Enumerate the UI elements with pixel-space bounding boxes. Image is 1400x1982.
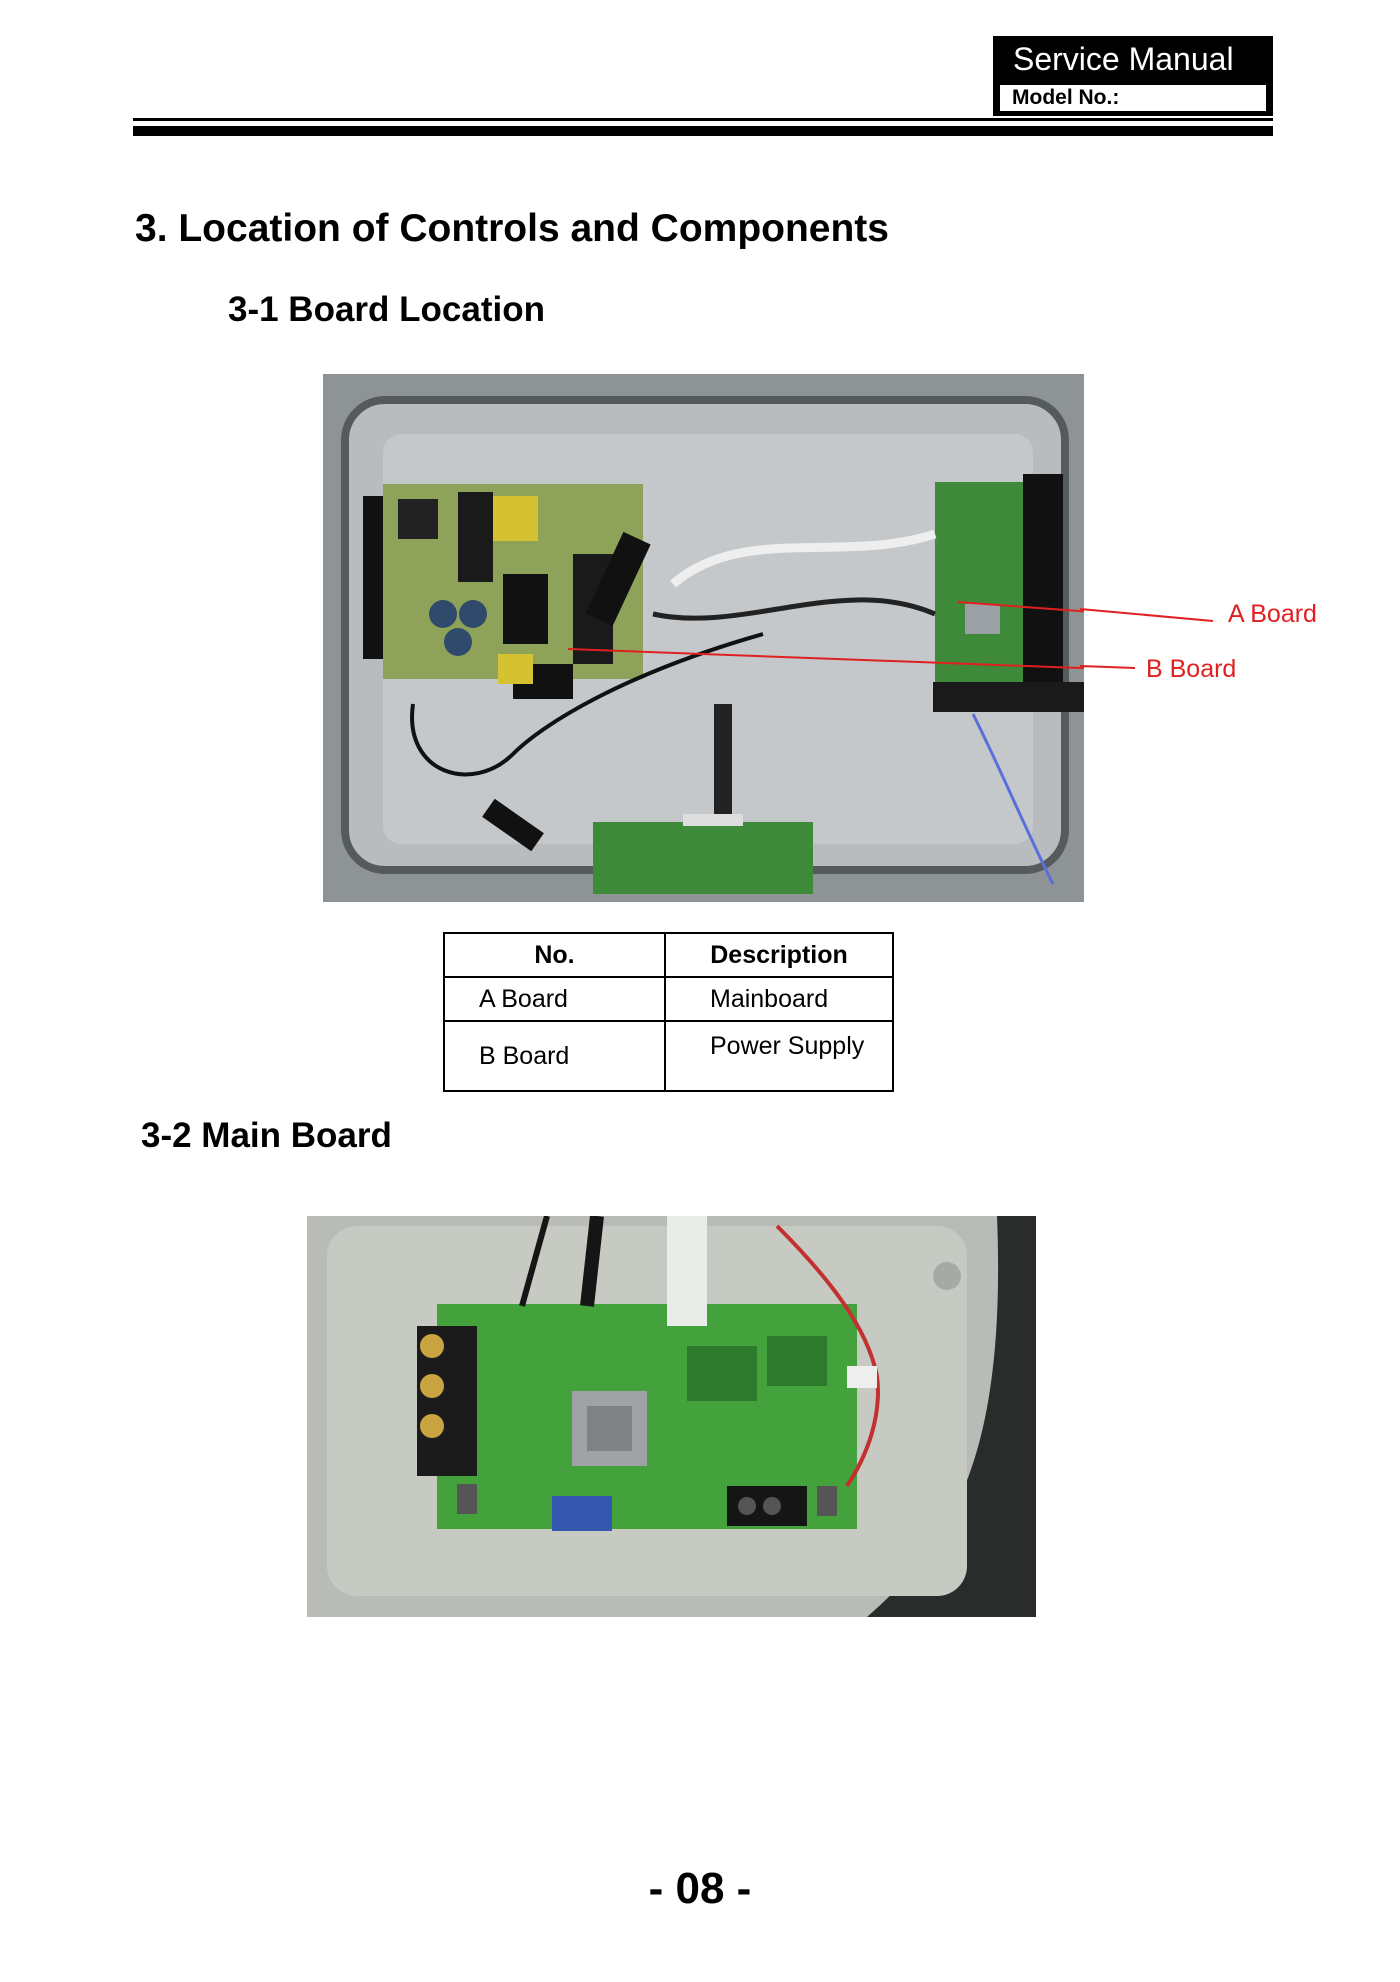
board-location-photo <box>323 374 1084 902</box>
header-rule-thick <box>133 126 1273 136</box>
section-title: 3. Location of Controls and Components <box>135 207 889 250</box>
header-box: Service Manual Model No.: <box>993 36 1273 116</box>
subsection-title-board-location: 3-1 Board Location <box>228 290 545 329</box>
callout-a-board: A Board <box>1228 600 1317 628</box>
table-cell-no: A Board <box>443 976 666 1022</box>
table-header-row: No. Description <box>443 932 894 978</box>
main-board-photo <box>307 1216 1036 1617</box>
model-number-label: Model No.: <box>998 83 1268 113</box>
board-table: No. Description A Board Mainboard B Boar… <box>443 932 894 1092</box>
callout-leader-lines <box>1080 608 1214 669</box>
subsection-title-main-board: 3-2 Main Board <box>141 1116 392 1155</box>
table-cell-no: B Board <box>443 1020 666 1092</box>
table-cell-description: Power Supply <box>664 1020 894 1092</box>
table-header-description: Description <box>664 932 894 978</box>
header-title: Service Manual <box>1013 41 1234 77</box>
table-header-no: No. <box>443 932 666 978</box>
page-number: - 08 - <box>648 1864 752 1913</box>
header-rule-thin <box>133 118 1273 121</box>
table-row: A Board Mainboard <box>443 976 894 1022</box>
table-row: B Board Power Supply <box>443 1020 894 1092</box>
callout-b-board: B Board <box>1146 655 1237 683</box>
table-cell-description: Mainboard <box>664 976 894 1022</box>
